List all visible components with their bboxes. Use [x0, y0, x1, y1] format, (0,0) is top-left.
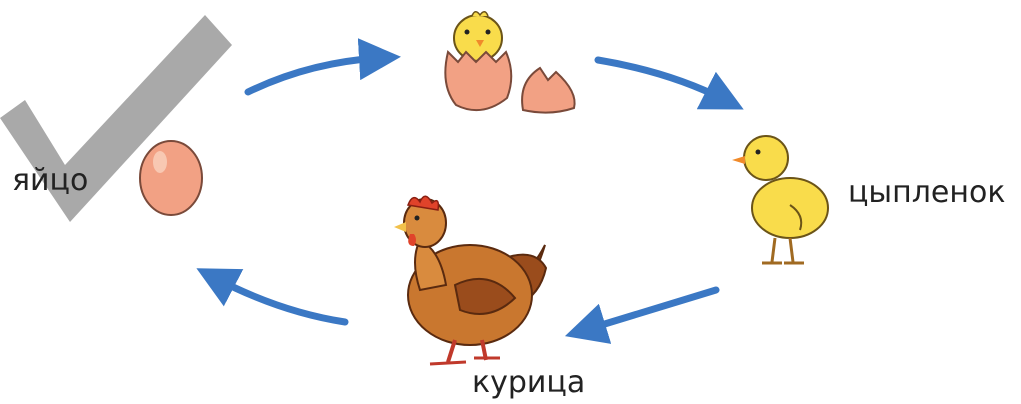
arrow-hatching-to-chick — [594, 56, 744, 110]
arrow-egg-to-hatching — [244, 38, 401, 96]
chick-label: цыпленок — [848, 175, 1006, 210]
egg-icon — [139, 140, 203, 216]
arrow-hen-to-egg — [196, 268, 349, 326]
egg-label: яйцо — [12, 163, 89, 198]
cycle-arrows — [196, 38, 744, 344]
hen-label: курица — [472, 365, 586, 400]
hatching-chick-icon — [444, 11, 576, 114]
checkmark-icon — [0, 15, 232, 222]
arrow-chick-to-hen — [564, 286, 720, 344]
chick-icon — [732, 135, 829, 265]
hen-icon — [394, 195, 548, 366]
